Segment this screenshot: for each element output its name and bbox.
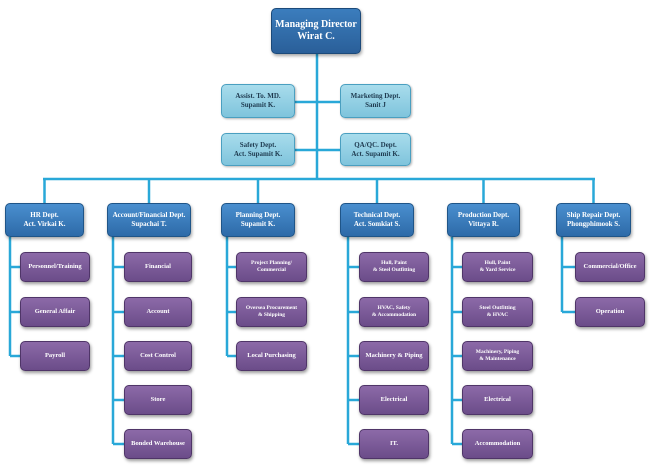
planning-sub-box: Oversea Procurement& Shipping [236,297,307,327]
account-financial-dept-box: Account/Financial Dept.Supachai T. [107,203,191,237]
managing-director-name: Wirat C. [297,31,335,42]
sub-box-label: Commercial [257,267,286,273]
production-sub-box: Accommodation [462,429,533,459]
sub-box-label: Machinery & Piping [365,351,423,359]
sub-box-label: HVAC, Safety [377,305,411,312]
production-sub-box: Hull, Paint& Yard Service [462,252,533,282]
production-sub-box: Electrical [462,385,533,415]
technical-dept-box: Technical Dept.Act. Somkiat S. [340,203,414,237]
sub-box-label: Operation [595,307,625,315]
sub-box-label: Oversea Procurement [245,305,298,312]
technical-sub-box: Machinery & Piping [359,341,429,371]
sub-box-label: General Affair [34,307,76,315]
marketing-dept-box: Marketing Dept. Sanit J [340,84,411,118]
ship-repair-dept-box: Ship Repair Dept.Phongphimook S. [556,203,631,237]
sub-box-label: & HVAC [486,312,509,318]
ship-repair-dept-head: Phongphimook S. [567,220,620,228]
safety-dept-name: Act. Supamit K. [233,149,283,158]
account-financial-dept-head: Supachai T. [131,220,167,228]
account-financial-sub-box: Store [124,385,192,415]
planning-dept-title: Planning Dept. [235,211,281,220]
technical-sub-box: HVAC, Safety& Accommodation [359,297,429,327]
qaqc-dept-title: QA/QC. Dept. [354,140,397,149]
sub-box-label: Hull, Paint [381,260,407,267]
hr-dept-title: HR Dept. [30,211,59,220]
account-financial-sub-box: Bonded Warehouse [124,429,192,459]
account-financial-dept-title: Account/Financial Dept. [112,211,186,220]
hr-dept-head: Act. Virkai K. [23,220,66,228]
assistant-to-md-name: Supamit K. [240,101,276,109]
sub-box-label: Payroll [44,351,66,359]
marketing-dept-title: Marketing Dept. [350,92,401,101]
sub-box-label: Financial [144,262,171,270]
hr-sub-box: Personnel/Training [20,252,90,282]
sub-box-label: Local Purchasing [247,351,296,359]
production-sub-box: Steel Outfitting& HVAC [462,297,533,327]
hr-sub-box: Payroll [20,341,90,371]
account-financial-sub-box: Cost Control [124,341,192,371]
qaqc-dept-box: QA/QC. Dept. Act. Supamit K. [340,133,411,166]
sub-box-label: & Yard Service [479,267,516,273]
sub-box-label: Accommodation [474,439,521,447]
production-dept-title: Production Dept. [457,211,510,220]
technical-dept-head: Act. Somkiat S. [353,220,401,228]
sub-box-label: & Maintenance [479,356,516,362]
planning-sub-box: Project Planning/Commercial [236,252,307,282]
safety-dept-title: Safety Dept. [239,140,277,149]
sub-box-label: Electrical [380,395,408,403]
ship-repair-sub-box: Operation [575,297,645,327]
sub-box-label: Steel Outfitting [479,305,516,312]
planning-dept-head: Supamit K. [240,220,276,228]
sub-box-label: Bonded Warehouse [131,439,185,447]
sub-box-label: Machinery, Piping [475,349,520,356]
qaqc-dept-name: Act. Supamit K. [351,149,400,158]
managing-director-title: Managing Director [275,18,357,30]
ship-repair-dept-title: Ship Repair Dept. [566,211,621,220]
account-financial-sub-box: Account [124,297,192,327]
sub-box-label: Project Planning/ [251,260,292,267]
sub-box-label: Personnel/Training [28,262,82,270]
managing-director-box: Managing Director Wirat C. [271,8,361,54]
technical-sub-box: Hull, Paint& Steel Outfitting [359,252,429,282]
hr-dept-box: HR Dept.Act. Virkai K. [5,203,84,237]
technical-dept-title: Technical Dept. [353,211,401,220]
sub-box-label: Cost Control [140,351,176,359]
sub-box-label: Hull, Paint [484,260,511,267]
assistant-to-md-box: Assist. To. MD. Supamit K. [221,84,295,118]
ship-repair-sub-box: Commercial/Office [575,252,645,282]
technical-sub-box: Electrical [359,385,429,415]
sub-box-label: & Accommodation [371,312,417,318]
sub-box-label: & Shipping [257,312,286,318]
sub-box-label: Account [146,307,170,315]
marketing-dept-name: Sanit J [365,101,386,109]
assistant-to-md-title: Assist. To. MD. [235,92,281,101]
sub-box-label: Commercial/Office [583,262,637,270]
sub-box-label: Store [150,395,166,403]
planning-dept-box: Planning Dept.Supamit K. [221,203,295,237]
production-dept-box: Production Dept.Vittaya R. [447,203,520,237]
sub-box-label: IT. [389,439,398,447]
production-sub-box: Machinery, Piping& Maintenance [462,341,533,371]
hr-sub-box: General Affair [20,297,90,327]
technical-sub-box: IT. [359,429,429,459]
planning-sub-box: Local Purchasing [236,341,307,371]
safety-dept-box: Safety Dept. Act. Supamit K. [221,133,295,166]
account-financial-sub-box: Financial [124,252,192,282]
production-dept-head: Vittaya R. [468,220,499,228]
sub-box-label: Electrical [484,395,511,403]
sub-box-label: & Steel Outfitting [372,267,416,273]
